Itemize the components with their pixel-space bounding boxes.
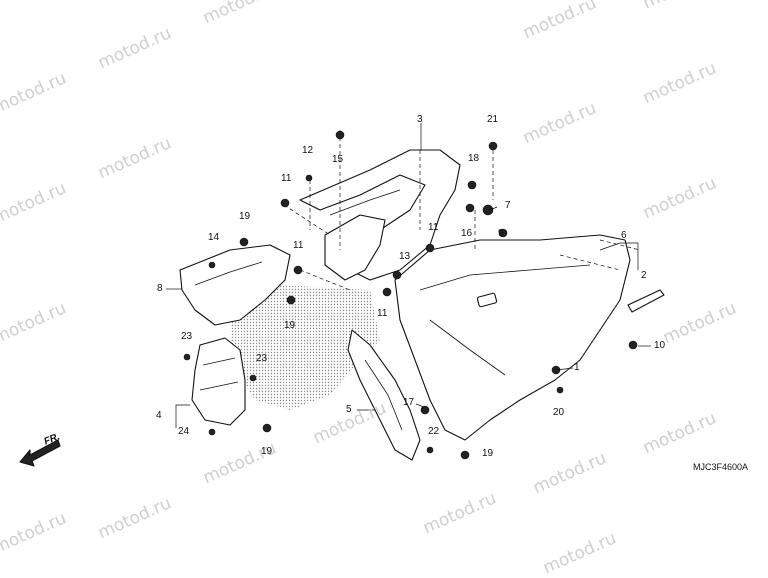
callout-19b: 19 [284,320,296,331]
callout-10: 10 [654,340,666,351]
callout-23a: 23 [181,331,193,342]
stripe-decal [627,289,665,313]
dotted-panel [230,285,380,410]
front-arrow-icon [19,439,61,467]
callout-2: 2 [641,270,647,281]
leader-lines [166,123,651,428]
callout-15: 15 [332,154,344,165]
main-fairing [394,234,631,441]
callout-5: 5 [346,404,352,415]
callout-11c: 11 [428,222,439,233]
callout-3: 3 [417,114,423,125]
callout-12: 12 [302,145,314,156]
callout-22: 22 [428,426,440,437]
callout-11a: 11 [281,173,292,184]
callout-11b: 11 [293,240,304,251]
left-bracket [179,244,291,326]
callout-11d: 11 [377,308,388,319]
lower-left-bracket [191,337,246,426]
callout-23b: 23 [256,353,268,364]
side-strip [347,329,421,461]
callout-18: 18 [468,153,480,164]
callout-16: 16 [461,228,473,239]
callout-19a: 19 [239,211,251,222]
callout-8: 8 [157,283,163,294]
callout-24: 24 [178,426,190,437]
callout-7: 7 [505,200,511,211]
upper-bracket [299,149,461,281]
callout-21: 21 [487,114,499,125]
callout-1: 1 [574,362,580,373]
callout-17: 17 [403,397,415,408]
callout-19c: 19 [261,446,273,457]
callout-9: 9 [498,228,504,239]
callout-20: 20 [553,407,565,418]
fasteners [183,130,638,460]
callout-14: 14 [208,232,220,243]
callout-6: 6 [621,230,627,241]
callout-4: 4 [156,410,162,421]
callout-13: 13 [399,251,411,262]
callout-19d: 19 [482,448,494,459]
drawing-code: MJC3F4600A [692,462,748,472]
